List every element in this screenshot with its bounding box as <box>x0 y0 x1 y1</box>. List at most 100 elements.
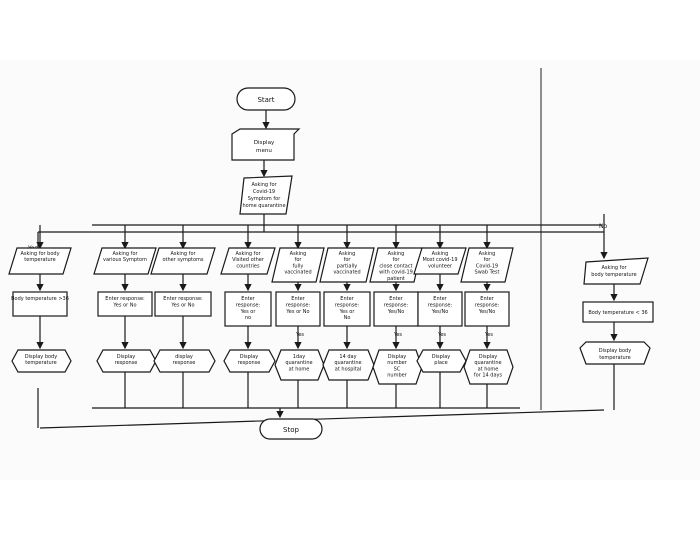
stop-label: Stop <box>283 426 299 434</box>
asking-home-line3: Symptom for <box>248 196 281 202</box>
process-text: Yes or No <box>170 302 194 308</box>
input-text: for <box>393 257 401 263</box>
right-process-label: Body temperature < 36 <box>588 310 647 316</box>
output-text: place <box>434 360 447 366</box>
input-text: close contact <box>379 263 412 269</box>
right-process-node <box>582 301 654 323</box>
process-text: Yes or No <box>285 309 309 315</box>
output-text: Display <box>432 354 450 360</box>
output-text: at home <box>289 366 310 372</box>
output-node-9 <box>463 349 514 385</box>
process-node-5 <box>275 291 321 327</box>
process-text: Enter <box>291 296 305 302</box>
process-text: response: <box>335 302 360 308</box>
process-text: response: <box>428 302 453 308</box>
process-text: Yes or <box>240 309 257 315</box>
output-text: at hospital <box>335 366 361 372</box>
input-text: Asking <box>339 251 356 257</box>
asking-home-quarantine-node <box>239 175 293 215</box>
output-node-1 <box>11 349 72 373</box>
process-text: Enter response: <box>163 296 203 302</box>
input-text: vaccinated <box>284 270 311 276</box>
output-text: temperature <box>25 360 56 366</box>
process-text: Enter <box>340 296 354 302</box>
output-node-8 <box>416 349 467 373</box>
output-node-6 <box>322 349 375 381</box>
input-text: for <box>484 257 492 263</box>
output-node-2 <box>96 349 157 373</box>
asking-home-line1: Asking for <box>251 182 277 188</box>
input-text: various Symptom <box>103 257 147 263</box>
start-label: Start <box>257 96 274 104</box>
input-text: countries <box>236 263 260 269</box>
process-node-2 <box>97 291 153 317</box>
right-input-node <box>583 257 649 285</box>
output-text: Display <box>479 354 497 360</box>
output-text: number <box>387 360 407 366</box>
input-text: Covid-19 <box>476 263 498 269</box>
input-text: Swab Test <box>475 270 500 276</box>
output-text: quarantine <box>474 360 501 366</box>
input-text: Asking for <box>170 251 196 257</box>
yes-label: Yes <box>393 332 402 338</box>
input-node-5 <box>271 247 325 283</box>
process-text: response: <box>236 302 261 308</box>
display-menu-line1: Display <box>254 140 275 146</box>
process-text: Enter <box>433 296 447 302</box>
input-text: fully <box>293 263 304 269</box>
input-node-2 <box>93 247 157 275</box>
output-text: for 14 days <box>474 373 503 379</box>
output-text: display <box>175 354 193 360</box>
input-node-3 <box>150 247 216 275</box>
no-branch-label: No <box>599 223 607 230</box>
input-node-9 <box>460 247 514 283</box>
output-node-5 <box>274 349 325 381</box>
process-node-6 <box>323 291 371 327</box>
right-input-line2: body temperature <box>591 272 636 278</box>
output-text: Display <box>240 354 258 360</box>
process-text: Yes/No <box>431 309 449 315</box>
process-text: Body temperature >36 <box>11 296 69 302</box>
process-text: response: <box>384 302 409 308</box>
right-input-line1: Asking for <box>601 265 627 271</box>
display-menu-node <box>231 128 301 161</box>
right-output-line1: Display body <box>599 348 631 354</box>
process-node-4 <box>224 291 272 327</box>
process-text: Yes or <box>339 309 356 315</box>
process-text: Enter response: <box>105 296 145 302</box>
input-text: Asking <box>479 251 496 257</box>
yes-label: Yes <box>484 332 493 338</box>
output-text: response <box>238 360 261 366</box>
process-text: No <box>344 315 351 321</box>
input-node-8 <box>413 247 467 275</box>
output-text: 1day <box>293 354 305 360</box>
output-text: 14 day <box>339 354 356 360</box>
input-text: volunteer <box>428 263 453 269</box>
process-text: response: <box>286 302 311 308</box>
output-text: at home <box>478 366 499 372</box>
process-node-9 <box>464 291 510 327</box>
output-text: quarantine <box>285 360 312 366</box>
output-node-7 <box>372 349 423 385</box>
input-text: Asking for body <box>20 251 59 257</box>
output-node-3 <box>153 349 216 373</box>
output-text: response <box>115 360 138 366</box>
output-node-4 <box>223 349 276 373</box>
input-text: partially <box>337 263 357 269</box>
process-node-3 <box>154 291 212 317</box>
input-text: Visited other <box>232 257 265 263</box>
output-text: Display <box>117 354 135 360</box>
process-text: Enter <box>389 296 403 302</box>
input-text: for <box>344 257 352 263</box>
yes-label: Yes <box>295 332 304 338</box>
output-text: Display body <box>25 354 57 360</box>
stop-terminator <box>259 418 323 440</box>
asking-home-line4: home quarantine <box>242 203 285 209</box>
input-node-1 <box>8 247 72 275</box>
input-node-6 <box>319 247 375 283</box>
yes-label: Yes <box>437 332 446 338</box>
input-text: Most covid-19 <box>422 257 457 263</box>
display-menu-line2: menu <box>256 148 272 154</box>
input-text: other symptoms <box>162 257 203 263</box>
output-text: number <box>387 373 407 379</box>
